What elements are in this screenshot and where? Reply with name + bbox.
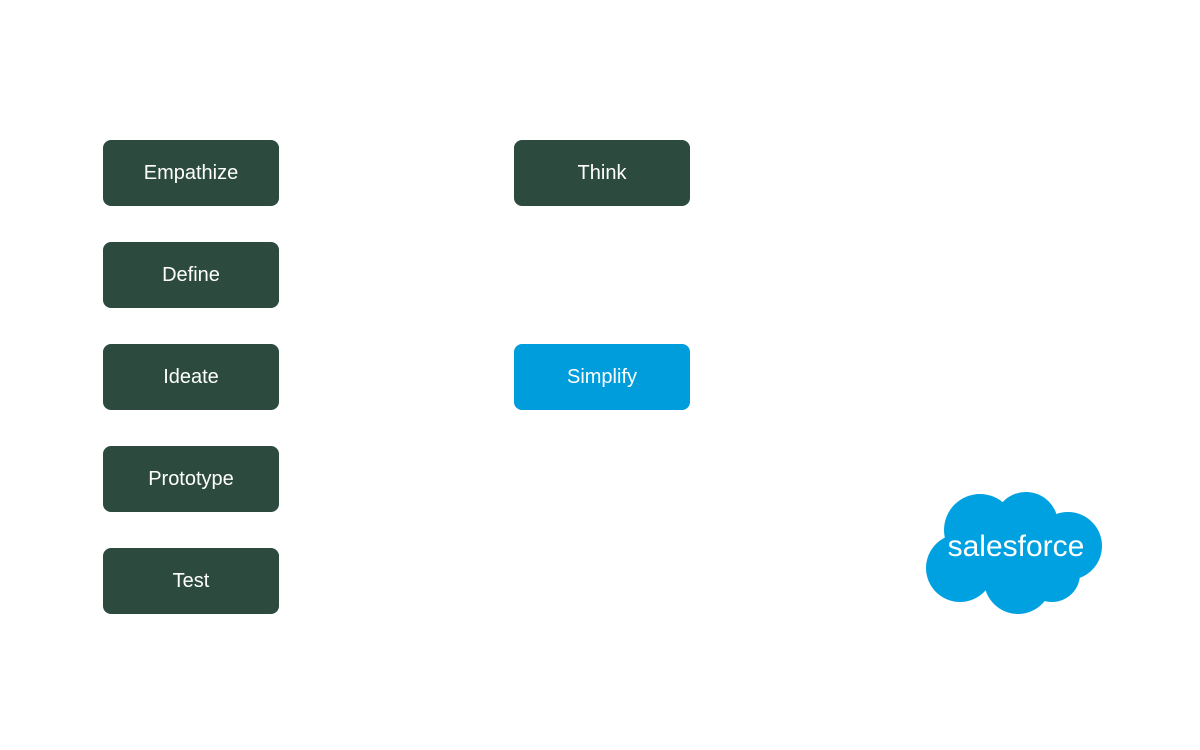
step-label: Define — [162, 263, 220, 286]
simplify-box: Simplify — [514, 344, 690, 410]
step-prototype: Prototype — [103, 446, 279, 512]
faint-logo-artifact — [942, 358, 1102, 390]
think-label: Think — [577, 161, 627, 184]
step-test: Test — [103, 548, 279, 614]
step-empathize: Empathize — [103, 140, 279, 206]
step-label: Test — [172, 569, 210, 592]
step-label: Prototype — [148, 467, 234, 490]
cloud-icon — [926, 492, 1102, 614]
step-ideate: Ideate — [103, 344, 279, 410]
salesforce-logo: salesforce — [926, 492, 1102, 614]
step-define: Define — [103, 242, 279, 308]
logo-text: salesforce — [948, 530, 1085, 563]
step-label: Ideate — [163, 365, 219, 388]
simplify-label: Simplify — [566, 365, 637, 388]
step-label: Empathize — [143, 161, 239, 184]
think-box: Think — [514, 140, 690, 206]
